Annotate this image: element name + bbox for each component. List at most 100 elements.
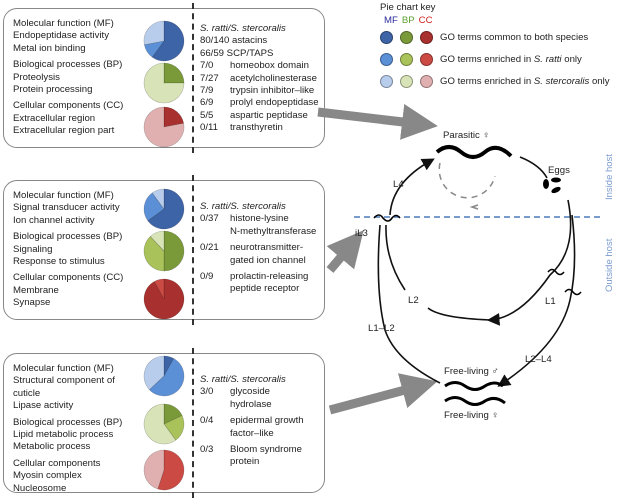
- parasitic-female-label: Parasitic ♀: [443, 130, 490, 141]
- go-term: Extracellular region: [13, 112, 96, 124]
- count: 7/9: [200, 85, 214, 97]
- pie-slice-stercoralis: [143, 106, 185, 148]
- gene-family-name: glycoside: [230, 386, 270, 398]
- l2-label: L2: [408, 295, 419, 306]
- gene-family-row: 66/59 SCP/TAPS: [200, 48, 383, 60]
- go-group-mf: Molecular function (MF)Signal transducer…: [13, 190, 163, 227]
- go-term: Structural component of: [13, 375, 115, 387]
- key-dot-bp-stercoralis: [400, 74, 413, 88]
- divider: [192, 348, 194, 498]
- count: 7/27: [200, 72, 219, 84]
- go-term: Ion channel activity: [13, 214, 95, 226]
- l2-l4-label: L2–L4: [525, 354, 552, 365]
- go-term: Signaling: [13, 243, 53, 255]
- gene-family-name: trypsin inhibitor–like: [230, 85, 315, 97]
- pie-slice-stercoralis: [143, 449, 165, 490]
- free-living-male-worm: [444, 381, 504, 391]
- pie-slice-common: [163, 403, 183, 425]
- free-living-female-worm: [444, 396, 506, 406]
- gene-family-name: Bloom syndrome: [230, 444, 302, 456]
- pie-cc: [143, 106, 185, 148]
- gene-family-row: N-methyltransferase: [200, 226, 340, 238]
- gene-family-name: N-methyltransferase: [230, 225, 317, 237]
- pie-mf: [143, 188, 185, 230]
- go-term: Nucleosome: [13, 482, 67, 494]
- go-group-cc: Cellular components (CC)Extracellular re…: [13, 100, 163, 137]
- go-terms: Molecular function (MF)Endopeptidase act…: [13, 18, 163, 142]
- gene-family-row: 80/140 astacins: [200, 35, 383, 47]
- eggs-icon: [543, 177, 561, 194]
- outside-host-label: Outside host: [604, 238, 615, 292]
- go-group-bp: Biological processes (BP)Lipid metabolic…: [13, 417, 163, 454]
- autoinfection-loop: [438, 162, 496, 199]
- gene-family-row: peptide receptor: [200, 283, 340, 295]
- key-dot-cc-common: [420, 30, 433, 44]
- pie-bp: [143, 62, 185, 104]
- key-row: GO terms common to both species: [380, 26, 610, 48]
- l1-larva-icon-a: [547, 268, 565, 276]
- pie-slice-stercoralis: [143, 403, 177, 445]
- count: 0/11: [200, 122, 218, 134]
- gene-family-name: epidermal growth: [230, 415, 304, 427]
- free-living-male-label: Free-living ♂: [444, 366, 499, 377]
- divider: [192, 3, 194, 153]
- gene-family-name: aspartic peptidase: [230, 109, 308, 121]
- gene-family-name: transthyretin: [230, 122, 283, 134]
- count: 0/3: [200, 444, 214, 456]
- count: 6/9: [200, 97, 214, 109]
- count: 0/4: [200, 415, 214, 427]
- go-term: Synapse: [13, 297, 51, 309]
- go-category-title: Molecular function (MF): [13, 363, 114, 374]
- pie-cc: [143, 449, 185, 491]
- gene-family-row: 7/9 trypsin inhibitor–like: [200, 85, 383, 97]
- pie-charts: [143, 20, 185, 148]
- gene-family-row: 0/11 transthyretin: [200, 122, 383, 134]
- panel2-arrow: [326, 230, 364, 273]
- pie-slice-common: [143, 278, 185, 320]
- key-row: GO terms enriched in S. ratti only: [380, 48, 610, 70]
- key-text: GO terms common to both species: [440, 31, 589, 43]
- divider: [192, 175, 194, 325]
- key-dot-bp-common: [400, 30, 413, 44]
- key-dot-bp-ratti: [400, 52, 413, 66]
- pie-slice-common: [163, 62, 185, 84]
- gene-family-row: 0/4 epidermal growth: [200, 415, 340, 427]
- gene-family-row: hydrolase: [200, 399, 340, 411]
- go-panel-3: Molecular function (MF)Structural compon…: [3, 348, 325, 498]
- go-term: Response to stimulus: [13, 256, 105, 268]
- key-cc: CC: [418, 15, 433, 26]
- l1-l2-label: L1–L2: [368, 323, 395, 334]
- pie-slice-stercoralis: [143, 62, 185, 104]
- gene-family-row: protein: [200, 456, 340, 468]
- pie-slice-ratti: [144, 40, 165, 58]
- go-term: Proteolysis: [13, 71, 60, 83]
- go-term: Endopeptidase activity: [13, 30, 109, 42]
- go-term: Signal transducer activity: [13, 202, 120, 214]
- free-living-female-label: Free-living ♀: [444, 410, 499, 421]
- count: 7/0: [200, 60, 214, 72]
- count: 0/37: [200, 213, 219, 225]
- key-row: GO terms enriched in S. stercoralis only: [380, 70, 610, 92]
- key-dot-cc-ratti: [420, 52, 433, 66]
- gene-family-name: acetylcholinesterase: [230, 72, 317, 84]
- gene-family-name: hydrolase: [230, 398, 272, 410]
- go-term: Membrane: [13, 284, 59, 296]
- gene-family-row: 7/27 acetylcholinesterase: [200, 73, 383, 85]
- il3-label: iL3: [355, 228, 368, 239]
- key-species: S. stercoralis: [533, 75, 590, 87]
- go-category-title: Molecular function (MF): [13, 190, 114, 201]
- count: 66/59 SCP/TAPS: [200, 47, 274, 59]
- pie-mf: [143, 20, 185, 62]
